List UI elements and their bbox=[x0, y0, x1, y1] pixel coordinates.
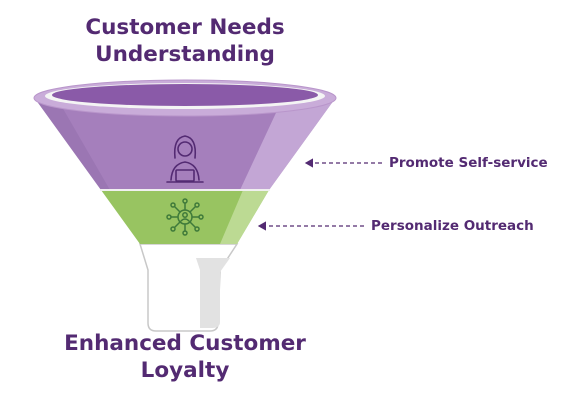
funnel-top-title: Customer Needs Understanding bbox=[85, 15, 285, 67]
network-user-icon bbox=[166, 198, 204, 236]
person-at-laptop-icon bbox=[166, 135, 204, 183]
funnel-bottom-title: Enhanced Customer Loyalty bbox=[64, 331, 306, 383]
funnel-top-section bbox=[36, 100, 334, 190]
callout-personalize-outreach: Personalize Outreach bbox=[371, 218, 534, 234]
funnel-spout bbox=[138, 243, 239, 332]
funnel-rim bbox=[33, 79, 337, 117]
callout-promote-self-service: Promote Self-service bbox=[389, 155, 548, 171]
